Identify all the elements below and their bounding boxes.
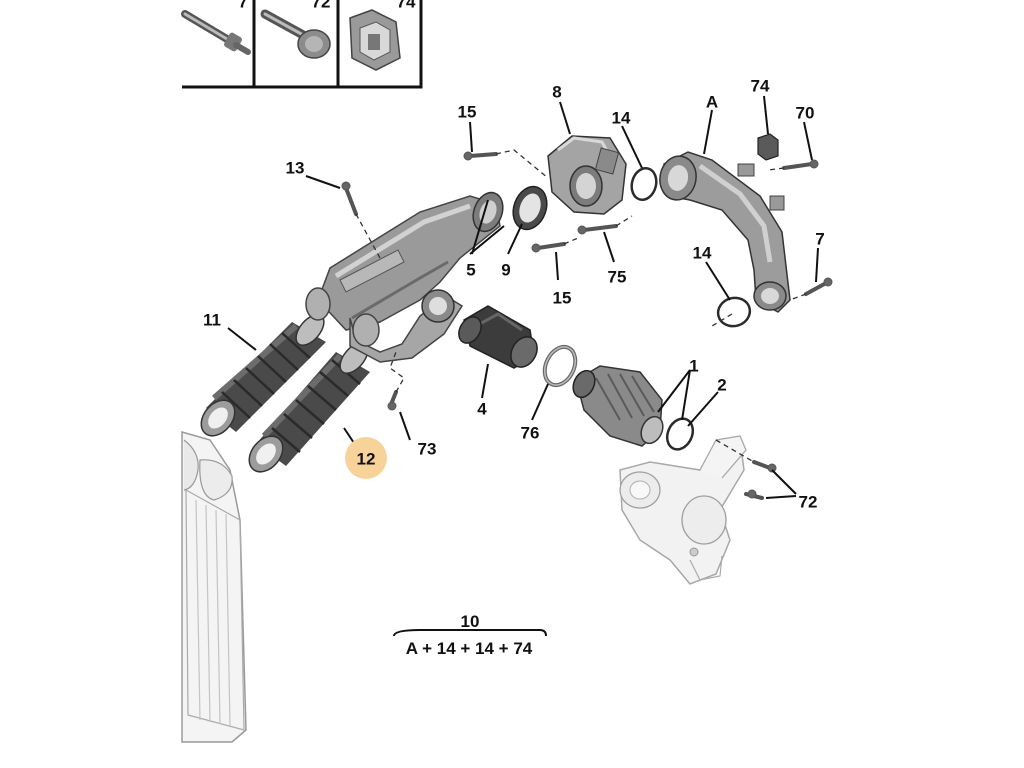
callout-15-upper[interactable]: 15 xyxy=(457,102,477,122)
sleeve-9 xyxy=(512,185,548,231)
callout-75[interactable]: 75 xyxy=(607,267,627,287)
callout-13[interactable]: 13 xyxy=(285,158,305,178)
pipe-a xyxy=(659,151,791,313)
formula-bottom: A + 14 + 14 + 74 xyxy=(405,639,533,658)
leader-lines xyxy=(227,95,819,499)
clamp-ring-76 xyxy=(542,344,578,388)
callout-76[interactable]: 76 xyxy=(520,423,540,443)
throttle-body-8 xyxy=(547,135,627,215)
callout-14-lower[interactable]: 14 xyxy=(692,243,712,263)
callout-7[interactable]: 7 xyxy=(815,229,825,249)
bolt-75 xyxy=(577,224,618,235)
inset-frame xyxy=(182,0,423,89)
callout-74[interactable]: 74 xyxy=(750,76,770,96)
callout-15-lower[interactable]: 15 xyxy=(552,288,572,308)
callout-72[interactable]: 72 xyxy=(798,492,818,512)
callout-4[interactable]: 4 xyxy=(477,399,487,419)
callout-8[interactable]: 8 xyxy=(552,82,562,102)
inset-label-clip: 74 xyxy=(396,0,416,12)
intercooler xyxy=(181,431,247,743)
callout-12[interactable]: 12 xyxy=(356,449,376,469)
formula-top: 10 xyxy=(460,612,480,631)
o-ring-14-upper xyxy=(630,166,658,202)
heat-exchanger-1 xyxy=(572,365,664,447)
inset-label-stud: 7 xyxy=(238,0,248,12)
callout-73[interactable]: 73 xyxy=(417,439,437,459)
bolt-72-b xyxy=(744,489,764,500)
callout-14-upper[interactable]: 14 xyxy=(611,108,631,128)
bolt-13 xyxy=(341,181,358,216)
bolt-72-a xyxy=(752,460,777,473)
inset-bolt-icon xyxy=(260,9,331,59)
bolt-73 xyxy=(387,390,398,411)
callout-9[interactable]: 9 xyxy=(501,260,511,280)
o-ring-2 xyxy=(665,417,695,451)
o-ring-14-lower xyxy=(716,296,752,328)
bolt-70 xyxy=(782,159,819,170)
stud-7 xyxy=(804,277,833,296)
callout-11[interactable]: 11 xyxy=(203,310,221,330)
callout-a[interactable]: A xyxy=(705,92,719,112)
fastener-inset xyxy=(181,0,423,89)
formula-brace xyxy=(393,629,547,637)
bolts xyxy=(341,151,833,500)
inset-stud-icon xyxy=(181,10,251,55)
assembly-dashed-lines xyxy=(355,149,807,463)
hose-11 xyxy=(200,314,326,437)
callout-2[interactable]: 2 xyxy=(717,375,727,395)
bolt-15-upper xyxy=(463,151,498,161)
highlight-disc-12 xyxy=(345,437,387,479)
callout-5[interactable]: 5 xyxy=(466,260,476,280)
clip-74 xyxy=(757,133,779,161)
callout-70[interactable]: 70 xyxy=(795,103,815,123)
inset-label-bolt: 72 xyxy=(311,0,331,12)
connector-4 xyxy=(458,305,538,369)
inset-clip-icon xyxy=(349,9,401,71)
turbocharger xyxy=(619,435,747,585)
bolt-15-lower xyxy=(531,242,566,253)
callout-1[interactable]: 1 xyxy=(689,356,699,376)
